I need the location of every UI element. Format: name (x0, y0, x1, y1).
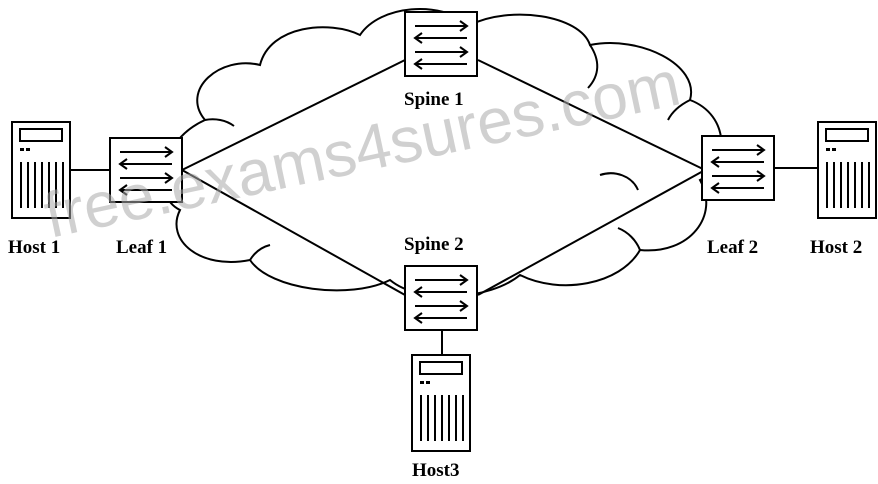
leaf2-switch-icon[interactable] (701, 135, 775, 201)
host2-server-icon[interactable] (817, 121, 877, 219)
spine2-switch-icon[interactable] (404, 265, 478, 331)
host1-label: Host 1 (8, 237, 60, 258)
spine1-label: Spine 1 (404, 89, 464, 110)
leaf1-label: Leaf 1 (116, 237, 167, 258)
host3-server-icon[interactable] (411, 354, 471, 452)
spine2-label: Spine 2 (404, 234, 464, 255)
link-spine2-leaf2 (477, 169, 706, 296)
host3-label: Host3 (412, 460, 460, 481)
leaf2-label: Leaf 2 (707, 237, 758, 258)
host2-label: Host 2 (810, 237, 862, 258)
link-leaf1-spine2 (181, 169, 406, 296)
spine1-switch-icon[interactable] (404, 11, 478, 77)
link-spine1-leaf2 (477, 59, 706, 171)
links (70, 59, 818, 355)
network-cloud (161, 8, 723, 298)
link-leaf1-spine1 (181, 59, 406, 171)
